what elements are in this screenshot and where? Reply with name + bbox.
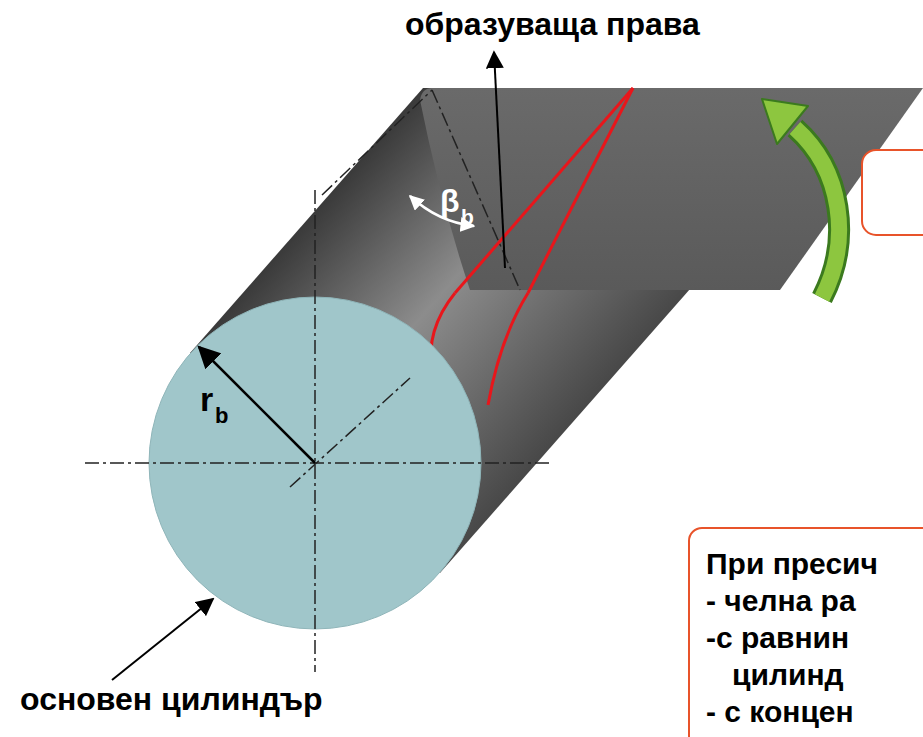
- callout-box: [862, 150, 923, 235]
- radius-subscript: b: [215, 405, 228, 427]
- axis-line: [290, 378, 410, 487]
- note-line: - с концен: [706, 693, 923, 730]
- note-line: -с равнин цилинд: [706, 619, 906, 693]
- leader-arrow: [112, 599, 213, 680]
- generating-line: [455, 88, 633, 293]
- generating-line: [528, 88, 633, 293]
- rotation-arrow: [795, 128, 839, 298]
- angle-symbol: β: [440, 185, 460, 217]
- note-line: - челна ра: [706, 582, 923, 619]
- center-line: [314, 190, 316, 672]
- part-label: образуваща права: [405, 8, 700, 40]
- note-line: При пресич: [706, 545, 923, 582]
- part-label: основен цилиндър: [20, 683, 323, 715]
- rotation-arrow: [795, 128, 839, 298]
- helix-curve: [488, 293, 528, 405]
- radius-arrow: [199, 347, 315, 463]
- construction-line: [432, 90, 520, 290]
- construction-line: [322, 90, 432, 195]
- radius-symbol: r: [200, 382, 213, 416]
- note-box: При пресич- челна ра-с равнин цилинд- с …: [688, 527, 923, 737]
- tangent-plane: [420, 88, 923, 290]
- rotation-arrowhead: [762, 99, 808, 144]
- leader-arrow: [494, 52, 505, 268]
- angle-subscript: b: [461, 206, 474, 227]
